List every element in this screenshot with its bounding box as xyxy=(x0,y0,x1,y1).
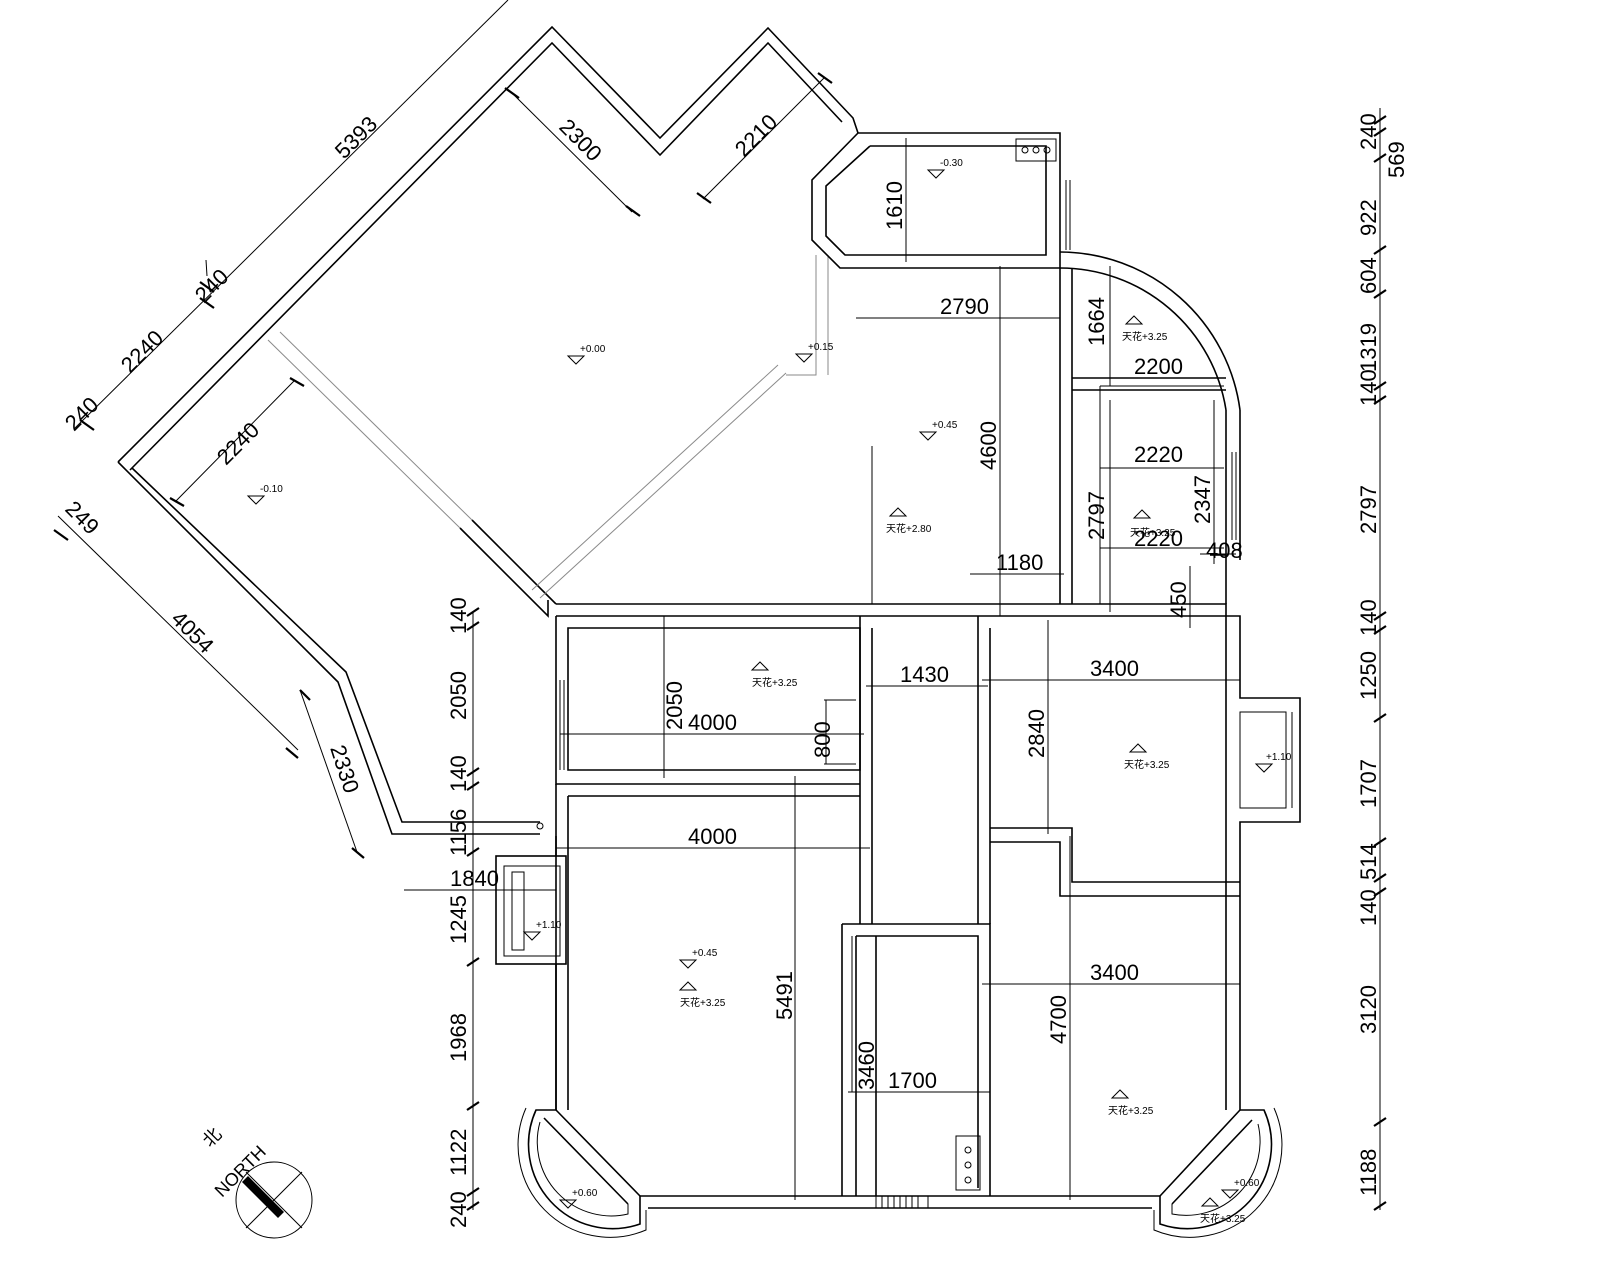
right-dim-140-a: 140 xyxy=(1356,369,1381,406)
dim-4000-top: 4000 xyxy=(688,710,737,735)
left-dim-1968: 1968 xyxy=(446,1013,471,1062)
dim-2220-bottom: 2220 xyxy=(1134,526,1183,551)
left-dim-140-b: 140 xyxy=(446,755,471,792)
dim-800: 800 xyxy=(810,721,835,758)
level-015: +0.15 xyxy=(808,342,834,353)
dim-2200: 2200 xyxy=(1134,354,1183,379)
dim-2220-top: 2220 xyxy=(1134,442,1183,467)
right-dim-569: 569 xyxy=(1384,141,1409,178)
level-110-left: +1.10 xyxy=(536,920,562,931)
right-dim-922: 922 xyxy=(1356,199,1381,236)
right-dim-240: 240 xyxy=(1356,113,1381,150)
level-000: +0.00 xyxy=(580,344,606,355)
dim-240-top: 240 xyxy=(190,264,234,308)
left-dim-2050: 2050 xyxy=(446,671,471,720)
level-markers: -0.30 +0.00 +0.15 -0.10 +0.45 +1.10 +0.4… xyxy=(246,158,1292,1209)
left-dim-140-a: 140 xyxy=(446,597,471,634)
dim-4600: 4600 xyxy=(976,421,1001,470)
north-arrow: NORTH 北 xyxy=(199,1124,313,1239)
right-dim-3120: 3120 xyxy=(1356,985,1381,1034)
right-dim-2797: 2797 xyxy=(1356,485,1381,534)
level-045-top: +0.45 xyxy=(932,420,958,431)
ceiling-280: 天花+2.80 xyxy=(886,522,932,535)
right-dim-1250: 1250 xyxy=(1356,651,1381,700)
dim-1840: 1840 xyxy=(450,866,499,891)
ceiling-325-bath: 天花+3.25 xyxy=(1130,526,1176,539)
dim-249: 249 xyxy=(60,496,104,540)
level-110-right: +1.10 xyxy=(1266,752,1292,763)
dim-5393: 5393 xyxy=(330,111,382,163)
north-label-cn: 北 xyxy=(199,1124,226,1151)
dim-1700: 1700 xyxy=(888,1068,937,1093)
level-minus-030: -0.30 xyxy=(940,158,963,169)
walls xyxy=(117,25,1301,1238)
dim-2210: 2210 xyxy=(730,109,782,161)
level-060-right: +0.60 xyxy=(1234,1178,1260,1189)
dim-2347: 2347 xyxy=(1190,475,1215,524)
dim-3400-bottom: 3400 xyxy=(1090,960,1139,985)
left-dim-240: 240 xyxy=(446,1191,471,1228)
right-dim-1707: 1707 xyxy=(1356,759,1381,808)
dim-3400-top: 3400 xyxy=(1090,656,1139,681)
dim-2790: 2790 xyxy=(940,294,989,319)
dim-2240-inner: 2240 xyxy=(212,417,264,469)
dim-2300: 2300 xyxy=(554,114,606,166)
dim-1664: 1664 xyxy=(1084,297,1109,346)
dim-408: 408 xyxy=(1206,538,1243,563)
right-dim-140-b: 140 xyxy=(1356,599,1381,636)
ceiling-325-balcony: 天花+3.25 xyxy=(1200,1212,1246,1225)
left-dim-1245: 1245 xyxy=(446,895,471,944)
right-dim-1319: 1319 xyxy=(1356,323,1381,372)
left-dim-1156: 1156 xyxy=(446,809,471,856)
level-045-bottom: +0.45 xyxy=(692,948,718,959)
dim-2840: 2840 xyxy=(1024,709,1049,758)
ceiling-325-room: 天花+3.25 xyxy=(752,676,798,689)
dim-2330: 2330 xyxy=(325,742,364,796)
dim-4054: 4054 xyxy=(166,606,218,658)
ceiling-markers: 天花+3.25 天花+2.80 天花+3.25 天花+3.25 天花+3.25 … xyxy=(678,315,1246,1225)
ceiling-325-bedroom-top: 天花+3.25 xyxy=(1124,758,1170,771)
ceiling-325-bedroom-bottom: 天花+3.25 xyxy=(1108,1104,1154,1117)
ceiling-325-living: 天花+3.25 xyxy=(680,996,726,1009)
dim-2240-outer: 2240 xyxy=(116,325,168,377)
left-dim-1122: 1122 xyxy=(446,1129,471,1176)
dim-1430: 1430 xyxy=(900,662,949,687)
dim-5491: 5491 xyxy=(772,971,797,1020)
dim-1180: 1180 xyxy=(996,550,1043,575)
right-dim-604: 604 xyxy=(1356,257,1381,294)
right-dim-514: 514 xyxy=(1356,843,1381,880)
ceiling-325-stair: 天花+3.25 xyxy=(1122,330,1168,343)
level-060-left: +0.60 xyxy=(572,1188,598,1199)
dim-450: 450 xyxy=(1166,581,1191,618)
dim-4700: 4700 xyxy=(1046,995,1071,1044)
dim-240-bottom: 240 xyxy=(60,392,104,436)
right-dim-140-c: 140 xyxy=(1356,889,1381,926)
dimension-labels: 5393 2300 2210 240 2240 240 2240 249 405… xyxy=(60,109,1409,1228)
dim-2050-room: 2050 xyxy=(662,681,687,730)
dim-4000-bottom: 4000 xyxy=(688,824,737,849)
dimension-lines xyxy=(57,0,1381,1210)
right-dim-1188: 1188 xyxy=(1356,1149,1381,1196)
level-minus-010: -0.10 xyxy=(260,484,283,495)
dimension-ticks xyxy=(53,72,1387,1211)
dim-3460: 3460 xyxy=(854,1041,879,1090)
dim-1610: 1610 xyxy=(882,181,907,230)
dim-2797-inner: 2797 xyxy=(1084,491,1109,540)
